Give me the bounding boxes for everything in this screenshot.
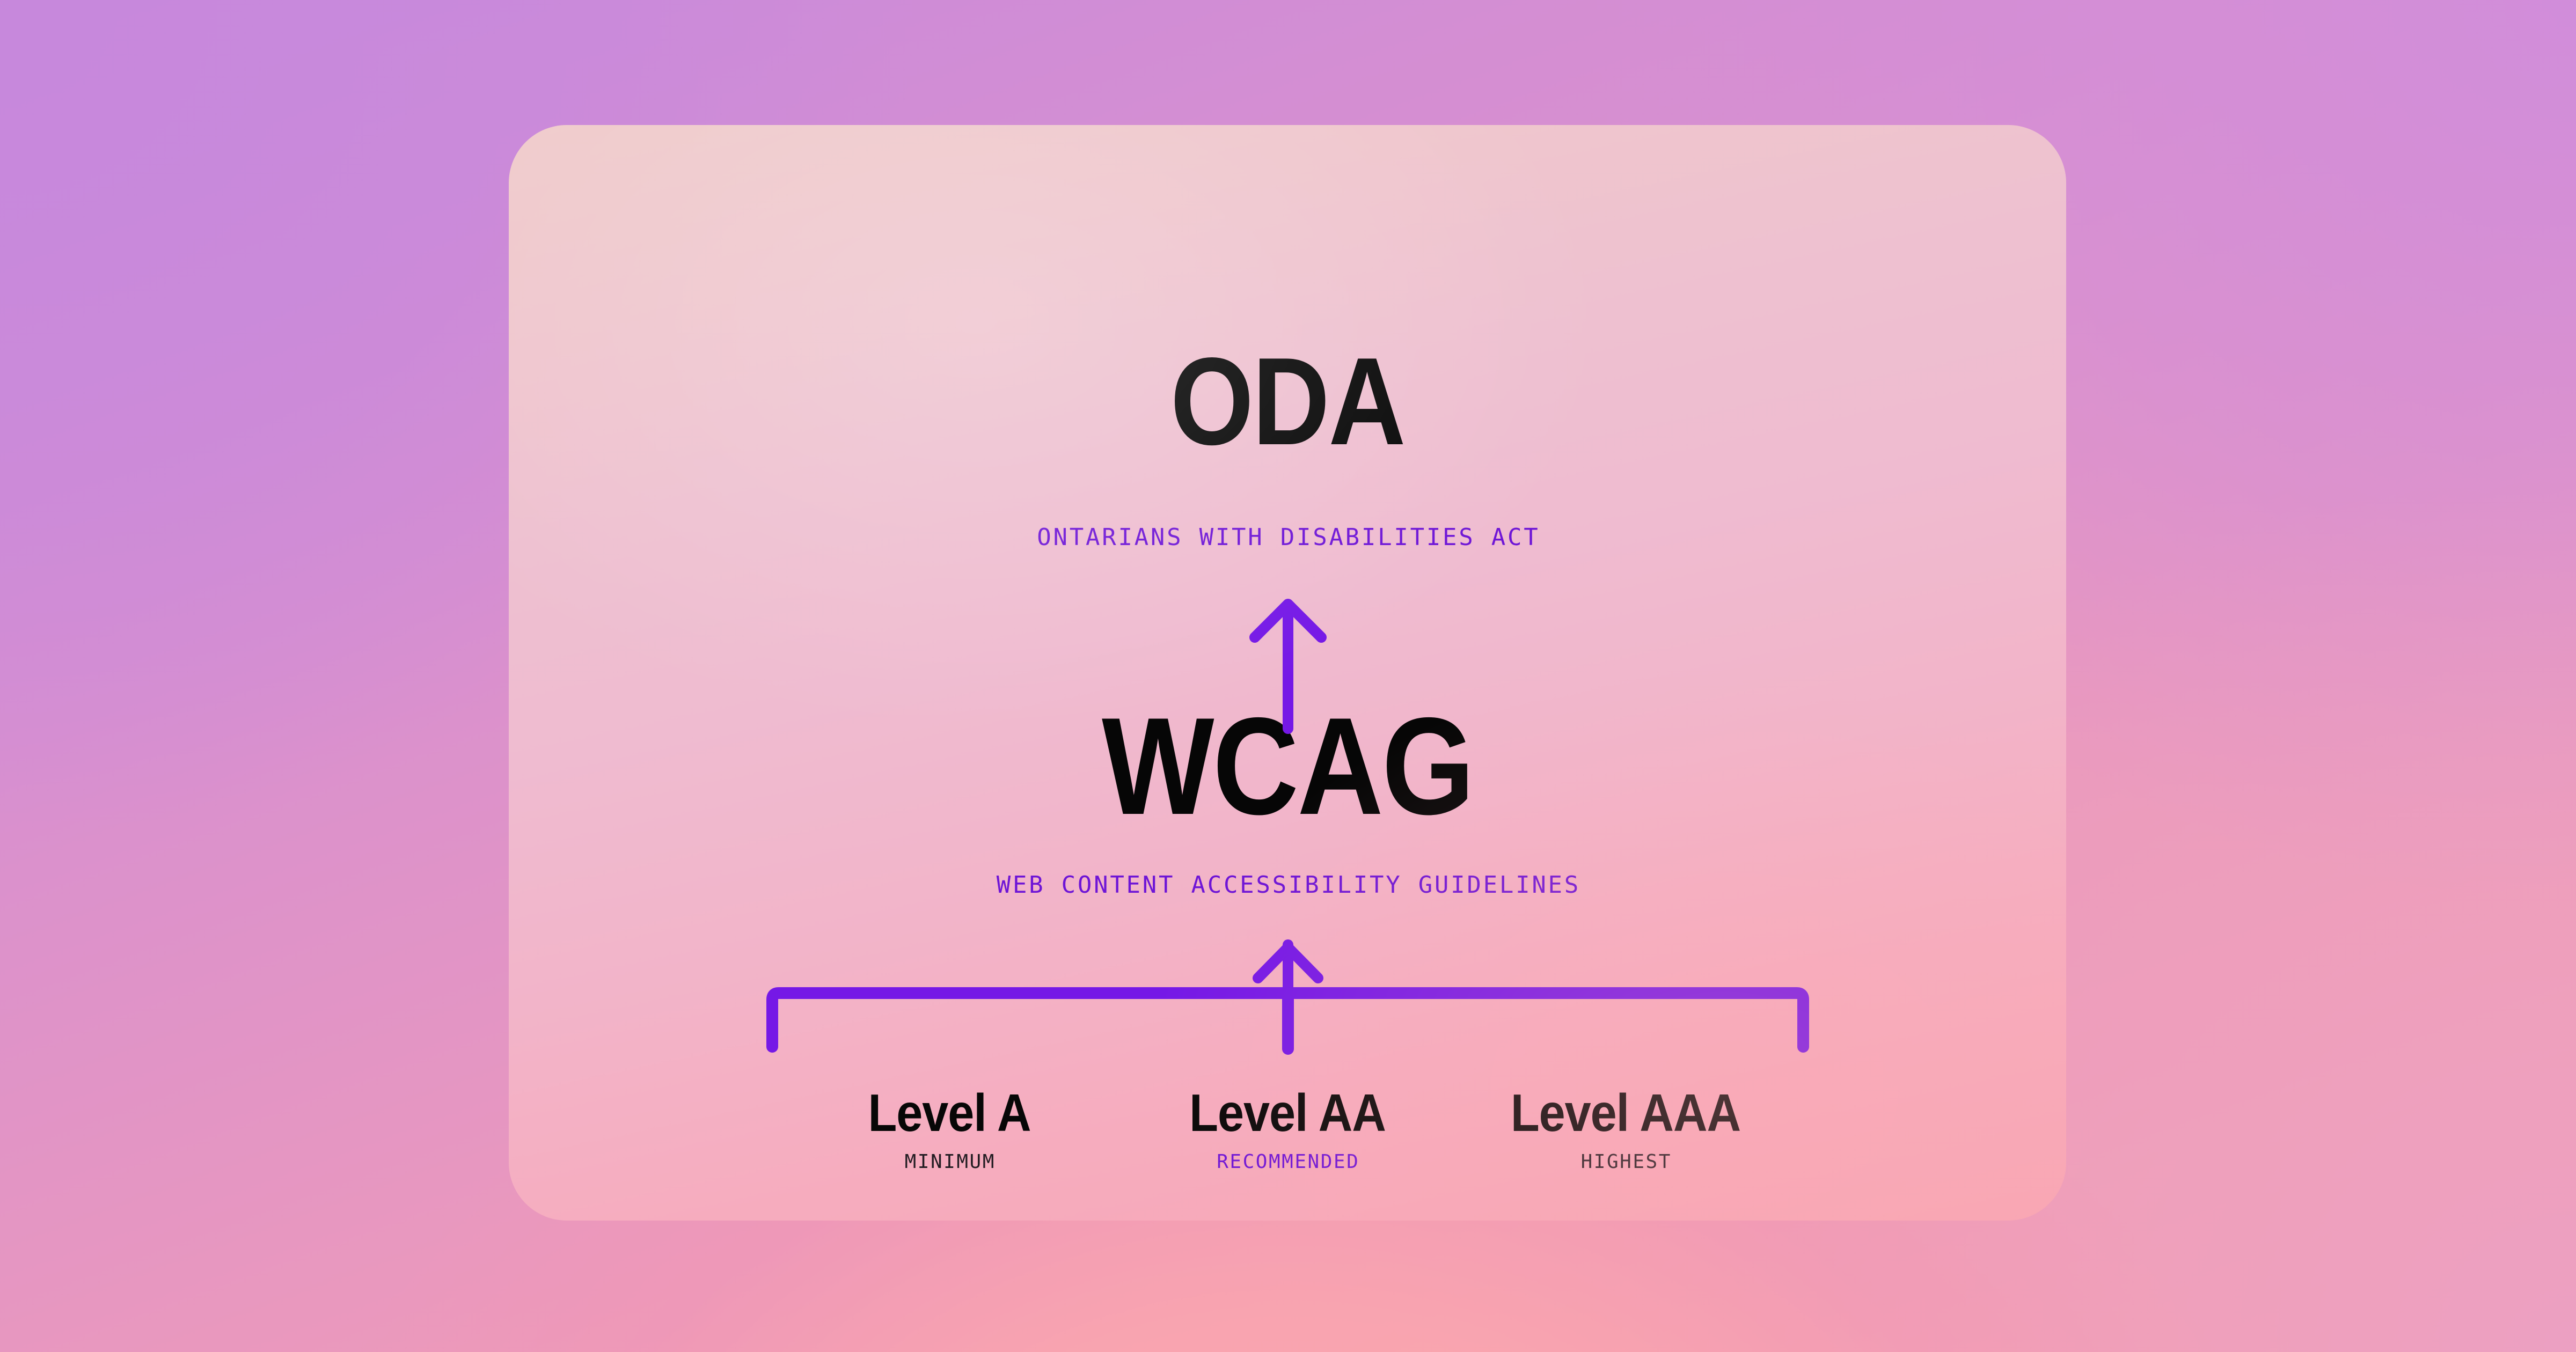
level-bracket	[766, 987, 1809, 1055]
level-aa-note: RECOMMENDED	[1217, 1150, 1360, 1173]
level-aaa-note: HIGHEST	[1580, 1150, 1672, 1173]
oda-acronym: ODA	[1170, 332, 1406, 471]
level-item-aaa: Level AAA HIGHEST	[1457, 1085, 1795, 1172]
level-a-note: MINIMUM	[904, 1150, 996, 1173]
wcag-expansion: WEB CONTENT ACCESSIBILITY GUIDELINES	[996, 871, 1581, 899]
level-aa-title: Level AA	[1189, 1083, 1386, 1142]
level-a-title: Level A	[868, 1083, 1031, 1142]
level-item-aa: Level AA RECOMMENDED	[1118, 1085, 1457, 1172]
diagram-card: ODA ONTARIANS WITH DISABILITIES ACT WCAG…	[509, 125, 2066, 1221]
level-row: Level A MINIMUM Level AA RECOMMENDED Lev…	[509, 1085, 2066, 1172]
level-aaa-title: Level AAA	[1510, 1083, 1741, 1142]
level-item-a: Level A MINIMUM	[780, 1085, 1118, 1172]
connector-graphics	[766, 599, 1809, 1055]
wcag-acronym: WCAG	[1102, 688, 1474, 843]
diagram-content: ODA ONTARIANS WITH DISABILITIES ACT WCAG…	[509, 125, 2066, 1221]
oda-expansion: ONTARIANS WITH DISABILITIES ACT	[1037, 524, 1540, 551]
arrow-levels-to-wcag	[1253, 939, 1323, 1011]
